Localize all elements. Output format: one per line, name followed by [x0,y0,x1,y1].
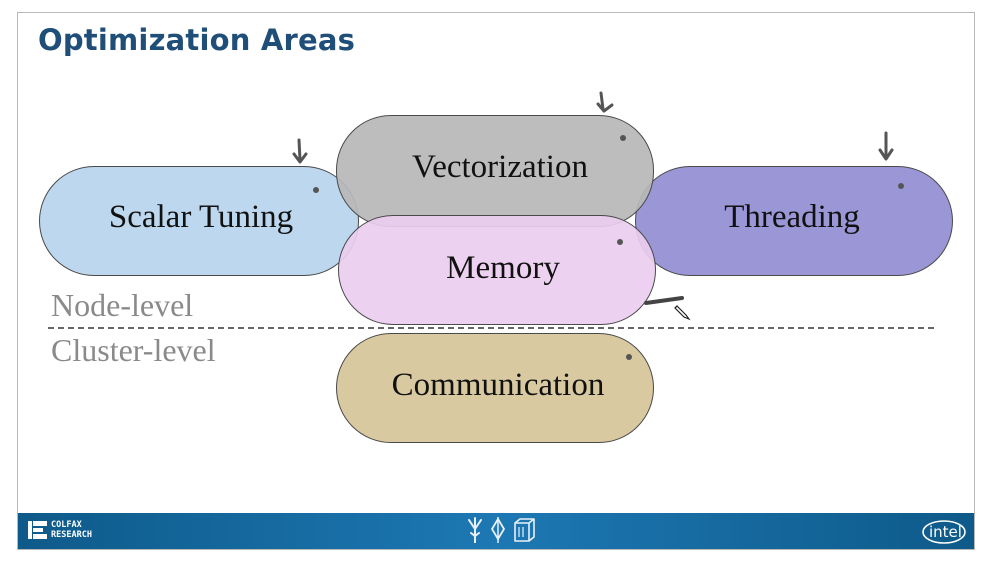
intel-text: intel [929,523,962,541]
tree-icon [468,517,482,543]
colfax-logo-icon [28,521,47,539]
area-threading-label: Threading [724,199,860,235]
cube-icon [514,518,535,542]
footer-bar: COLFAX RESEARCH intel [18,513,974,549]
page-title: Optimization Areas [38,23,356,57]
pointer-dot [617,239,623,245]
level-divider [48,327,934,329]
area-memory [338,215,656,325]
area-communication-label: Communication [391,367,605,403]
cluster-level-label: Cluster-level [51,332,216,368]
area-communication [336,333,654,443]
node-level-label: Node-level [51,287,194,323]
area-vectorization-label: Vectorization [412,149,588,185]
colfax-line2: RESEARCH [51,530,92,540]
area-scalar-tuning [39,166,359,276]
arrow-down-icon [292,138,308,164]
intel-logo-icon: intel [922,520,966,544]
footer-icons [466,517,536,543]
area-scalar-tuning-label: Scalar Tuning [108,199,294,235]
area-memory-label: Memory [446,250,560,286]
pointer-dot [898,183,904,189]
slide: Optimization Areas Scalar Tuning Threadi… [17,12,975,550]
pen-cursor-icon [644,296,691,321]
intel-logo: intel [920,517,968,549]
pointer-dot [626,354,632,360]
arrow-down-icon [596,91,614,113]
diamond-icon [490,517,506,543]
colfax-line1: COLFAX [51,520,82,530]
colfax-logo: COLFAX RESEARCH [28,520,92,540]
pointer-dot [313,187,319,193]
arrow-down-icon [878,131,894,161]
pointer-dot [620,135,626,141]
